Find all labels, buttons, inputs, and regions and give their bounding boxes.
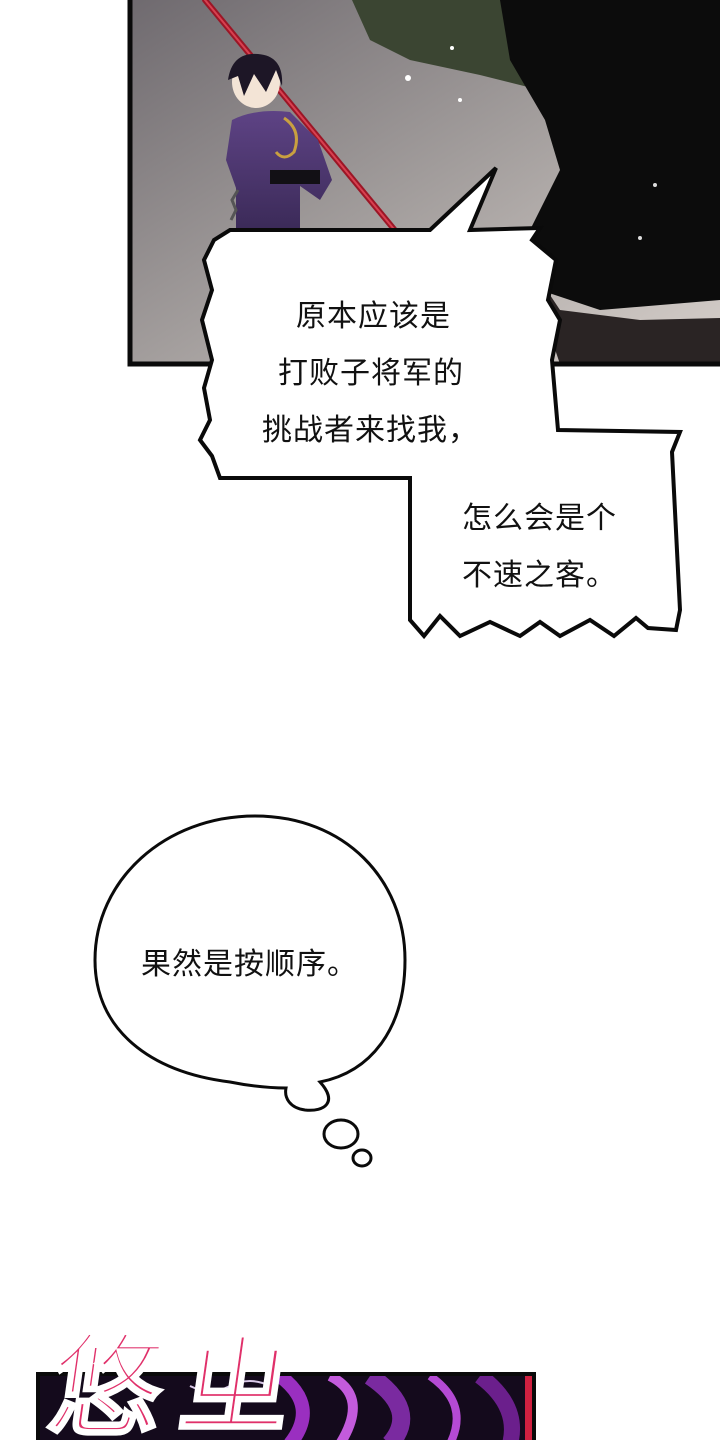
speech-bubble-1-text: 原本应该是 打败子将军的 挑战者来找我， [262,288,479,459]
thought-dot-large [322,1118,360,1150]
bottom-panel [36,1372,536,1440]
thought-bubble-text: 果然是按顺序。 [141,947,358,982]
sfx-text: 悠ㄓ [39,1320,320,1452]
dark-figure [500,0,720,310]
speech-line: 怎么会是个 [462,501,617,536]
shout-bubbles [197,166,683,640]
speech-line: 原本应该是 [296,299,451,334]
bottom-panel-art [40,1376,532,1440]
thought-bubble-shape [93,814,407,1112]
speech-line: 打败子将军的 [278,356,464,391]
speech-bubble-1-shape [197,166,683,640]
speech-line: 挑战者来找我， [262,413,479,448]
speech-bubble-2-text: 怎么会是个 不速之客。 [462,490,617,604]
ground-shadow [520,250,720,364]
thought-dot-small [351,1148,373,1168]
speech-line: 不速之客。 [462,558,617,593]
thought-bubble [93,814,407,1168]
